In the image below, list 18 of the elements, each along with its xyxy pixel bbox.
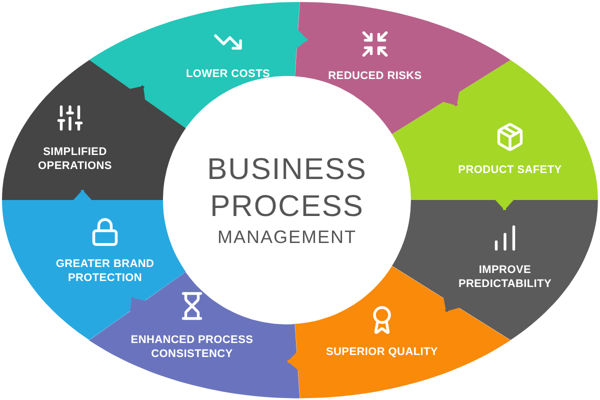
segment-label: GREATER BRAND PROTECTION — [54, 258, 156, 286]
segment-label: REDUCED RISKS — [327, 70, 423, 84]
segment-label: LOWER COSTS — [184, 68, 272, 82]
chevron-arrow — [72, 190, 94, 202]
chevron-arrow — [127, 85, 146, 102]
chevron-arrow — [294, 28, 308, 50]
segment-label: ENHANCED PROCESS CONSISTENCY — [130, 334, 254, 362]
center-subtitle: MANAGEMENT — [217, 227, 356, 248]
chevron-arrow — [494, 198, 516, 210]
chevron-arrow — [288, 350, 300, 372]
center-title: BUSINESS PROCESS — [206, 152, 368, 224]
segment-label: SIMPLIFIED OPERATIONS — [37, 146, 113, 174]
segment-label: SUPERIOR QUALITY — [324, 346, 439, 360]
chevron-arrow — [441, 90, 460, 106]
segment-label: PRODUCT SAFETY — [457, 164, 563, 178]
chevron-arrow — [130, 296, 148, 314]
segment-label: IMPROVE PREDICTABILITY — [457, 264, 552, 292]
chevron-arrow — [443, 295, 462, 312]
